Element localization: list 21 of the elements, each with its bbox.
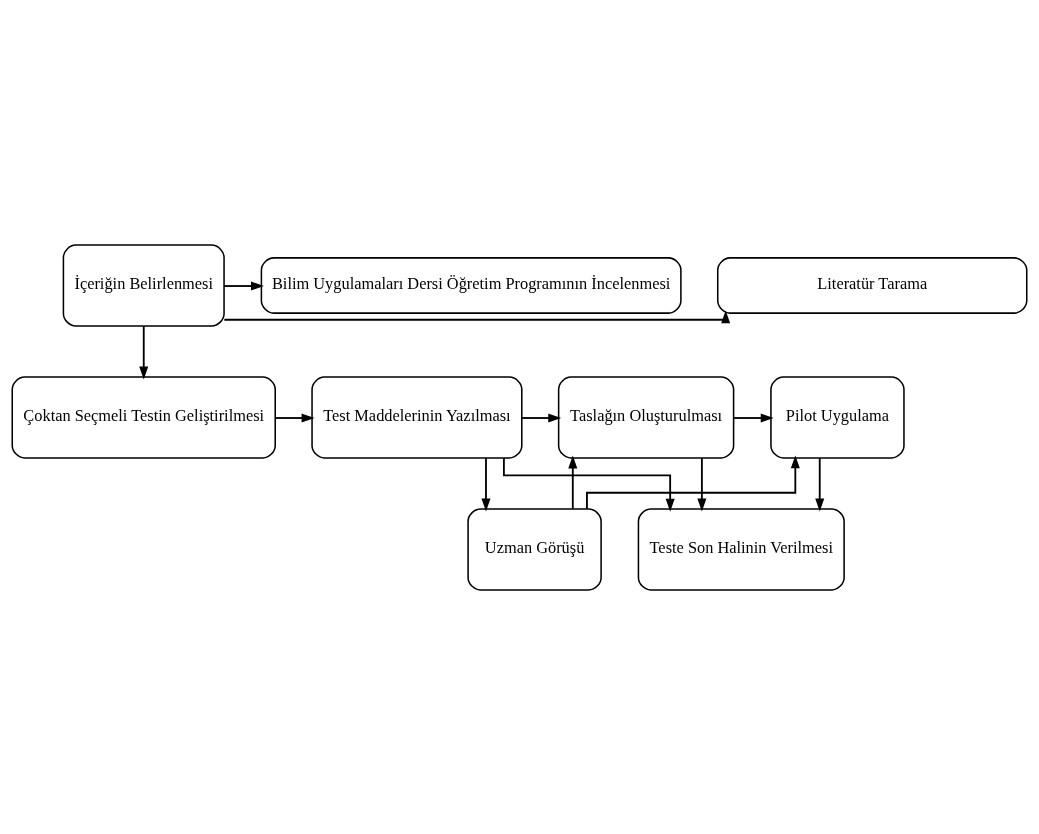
node-box: Literatür Tarama — [716, 256, 1028, 314]
node-box: Pilot Uygulama — [770, 375, 905, 459]
node-box: Teste Son Halinin Verilmesi — [637, 507, 845, 591]
arrow — [274, 413, 315, 423]
arrow — [223, 309, 731, 323]
node-box: Çoktan Seçmeli Testin Geliştirilmesi — [11, 375, 276, 459]
arrow — [481, 456, 491, 511]
arrow — [815, 456, 825, 511]
node-box: Bilim Uygulamaları Dersi Öğretim Programının İncelenmesi — [260, 256, 682, 314]
arrow — [502, 456, 675, 512]
node-box: İçeriğin Belirlenmesi — [62, 243, 225, 327]
node-box: Test Maddelerinin Yazılması — [311, 375, 523, 459]
arrow — [139, 324, 149, 379]
node-box: Uzman Görüşü — [467, 507, 602, 591]
arrow — [697, 456, 707, 511]
arrow — [732, 413, 774, 423]
arrow — [586, 454, 800, 510]
node-box: Taslağın Oluşturulması — [557, 375, 735, 459]
arrow — [521, 413, 562, 423]
arrow — [568, 455, 578, 510]
arrow — [223, 281, 264, 291]
